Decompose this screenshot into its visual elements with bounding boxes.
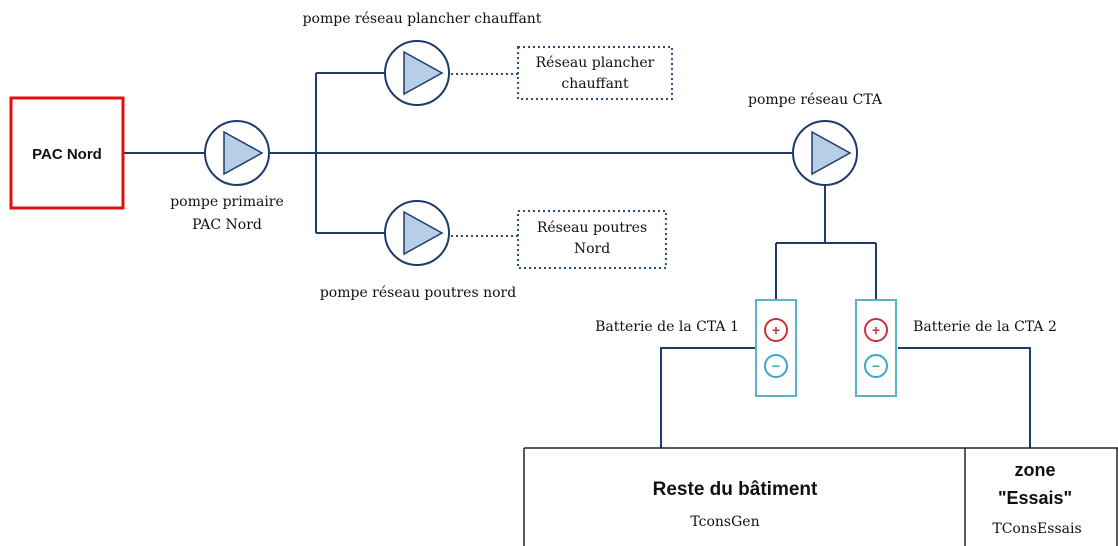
pipe-battery2-to-zone (898, 347, 1031, 448)
network-plancher-box[interactable] (517, 46, 673, 100)
battery-cta1-plus-icon (764, 318, 788, 342)
zone-rest-title: Reste du bâtiment (653, 479, 818, 500)
network-poutres-line1: Réseau poutres (537, 220, 647, 236)
pump-poutres-triangle-icon (403, 210, 444, 256)
zones-table (523, 447, 1118, 546)
pump-cta-label: pompe réseau CTA (748, 92, 883, 108)
battery-cta1-label: Batterie de la CTA 1 (595, 319, 739, 335)
pump-primary-label-line1: pompe primaire (170, 194, 284, 210)
battery-cta2-minus-icon (864, 354, 888, 378)
pump-primary-label-line2: PAC Nord (192, 217, 262, 233)
pump-primary-triangle-icon (223, 130, 264, 176)
network-plancher-line1: Réseau plancher (536, 55, 655, 71)
battery-cta2-plus-sign: + (872, 322, 880, 338)
pump-primary[interactable] (204, 120, 270, 186)
battery-cta2[interactable]: + − (855, 299, 897, 397)
pac-box[interactable] (9, 96, 125, 210)
network-poutres-box[interactable] (517, 210, 667, 269)
battery-cta2-minus-sign: − (872, 358, 880, 374)
battery-cta2-label: Batterie de la CTA 2 (913, 319, 1057, 335)
pump-plancher-label: pompe réseau plancher chauffant (303, 11, 542, 27)
battery-cta1[interactable]: + − (755, 299, 797, 397)
pump-cta-triangle-icon (811, 130, 852, 176)
zone-essais-subtitle: TConsEssais (992, 521, 1081, 537)
battery-cta2-plus-icon (864, 318, 888, 342)
battery-cta1-minus-sign: − (772, 358, 780, 374)
pump-poutres[interactable] (384, 200, 450, 266)
pump-plancher[interactable] (384, 40, 450, 106)
battery-cta2-body (855, 299, 897, 397)
zone-essais-title-line2: "Essais" (998, 488, 1072, 508)
network-poutres-line2: Nord (574, 241, 610, 257)
battery-cta1-plus-sign: + (772, 322, 780, 338)
pipe-network (123, 72, 1031, 448)
pac-label: PAC Nord (32, 146, 102, 163)
battery-cta1-minus-icon (764, 354, 788, 378)
pump-poutres-label: pompe réseau poutres nord (320, 285, 516, 301)
pump-plancher-triangle-icon (403, 50, 444, 96)
dotted-connectors (451, 73, 518, 237)
battery-cta1-body (755, 299, 797, 397)
pump-cta[interactable] (792, 120, 858, 186)
network-plancher-line2: chauffant (561, 76, 629, 92)
zone-essais-title-line1: zone (1014, 460, 1055, 480)
pipe-battery1-to-zone (660, 347, 756, 448)
zone-rest-subtitle: TconsGen (690, 514, 759, 530)
